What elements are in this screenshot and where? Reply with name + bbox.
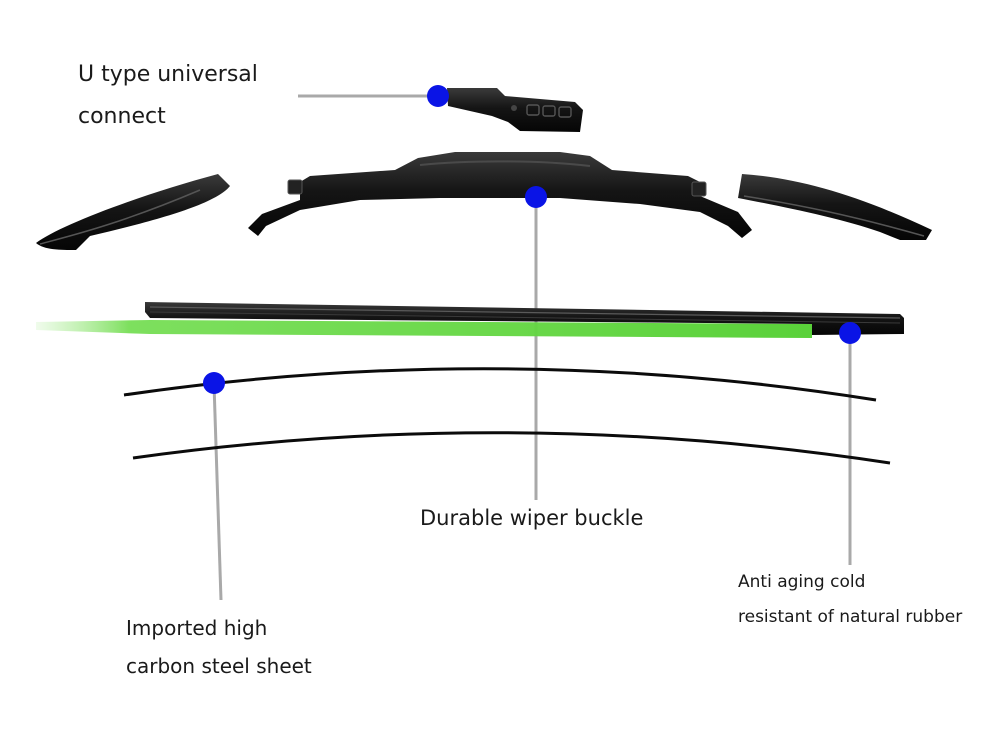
callout-label-buckle: Durable wiper buckle [420, 500, 643, 536]
callout-label-steel: Imported high carbon steel sheet [126, 609, 312, 685]
callout-connect-line-2: connect [78, 104, 166, 129]
marker-dot-buckle [525, 186, 547, 208]
u-type-connector-part [447, 88, 583, 132]
steel-sheet-lower-part [132, 431, 891, 465]
wiper-buckle-frame-part [248, 152, 752, 238]
steel-sheet-upper-part [123, 367, 877, 402]
left-end-cap-part [36, 174, 230, 250]
callout-steel-line-2: carbon steel sheet [126, 654, 312, 678]
callout-rubber-line-1: Anti aging cold [738, 572, 866, 592]
right-end-cap-part [738, 174, 932, 240]
marker-dot-rubber [839, 322, 861, 344]
callout-label-connect: U type universal connect [78, 54, 258, 138]
marker-dot-connect [427, 85, 449, 107]
callout-buckle-line-1: Durable wiper buckle [420, 506, 644, 530]
callout-steel-line-1: Imported high [126, 616, 268, 640]
leader-line-steel [212, 383, 223, 601]
natural-rubber-blade-part [36, 302, 904, 338]
callout-connect-line-1: U type universal [78, 62, 258, 87]
callout-label-rubber: Anti aging cold resistant of natural rub… [738, 565, 962, 635]
marker-dot-steel [203, 372, 225, 394]
callout-rubber-line-2: resistant of natural rubber [738, 607, 963, 627]
